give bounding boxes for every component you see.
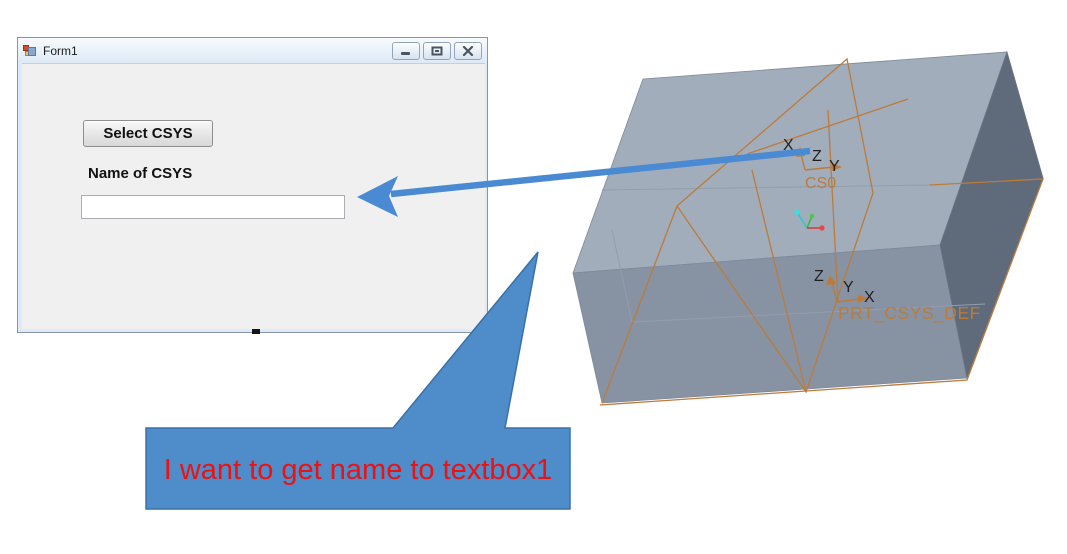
form-icon-blue-square <box>28 46 36 56</box>
arrowhead <box>357 176 398 217</box>
cs0-y-label: Y <box>829 158 840 175</box>
form-resize-handle[interactable] <box>252 329 260 334</box>
part-box[interactable] <box>572 50 1044 404</box>
csys-prt-csys-def[interactable]: Z Y X PRT_CSYS_DEF <box>814 268 981 324</box>
form1-window: Form1 Select CSYS Name of CSYS <box>17 37 488 334</box>
cs0-x-label: X <box>783 137 794 154</box>
cs0-name-label[interactable]: CS0 <box>805 175 836 192</box>
prt-z-label: Z <box>814 268 824 285</box>
annotation-arrow <box>357 147 811 217</box>
callout-text: I want to get name to textbox1 <box>164 454 553 486</box>
prt-x-label: X <box>864 289 875 306</box>
callout-bubble: I want to get name to textbox1 <box>145 251 571 510</box>
maximize-button[interactable] <box>423 41 451 60</box>
prt-y-label: Y <box>843 279 854 296</box>
close-button[interactable] <box>454 41 482 60</box>
minimize-button[interactable] <box>392 41 420 60</box>
window-controls <box>392 41 482 60</box>
hidden-datum-edges <box>601 184 986 323</box>
form1-titlebar[interactable]: Form1 <box>18 38 487 63</box>
csys-name-label: Name of CSYS <box>88 165 193 182</box>
datum-planes[interactable] <box>599 57 1044 406</box>
csys-cs0[interactable]: X Z Y CS0 <box>783 137 842 192</box>
maximize-icon <box>431 46 443 55</box>
form1-client-area: Select CSYS Name of CSYS <box>22 63 485 329</box>
datum-plane-outline[interactable] <box>599 178 1044 406</box>
window-title: Form1 <box>43 43 78 58</box>
prt-csys-name-label[interactable]: PRT_CSYS_DEF <box>838 303 981 324</box>
select-csys-button[interactable]: Select CSYS <box>83 120 213 147</box>
callout-shape <box>145 251 571 510</box>
close-icon <box>462 45 474 56</box>
form-app-icon[interactable] <box>23 44 37 58</box>
box-right-face[interactable] <box>939 50 1044 380</box>
spin-center-icon <box>794 209 825 231</box>
csys-name-textbox[interactable] <box>81 195 345 219</box>
cs0-z-label: Z <box>812 148 822 165</box>
minimize-icon <box>401 51 410 55</box>
